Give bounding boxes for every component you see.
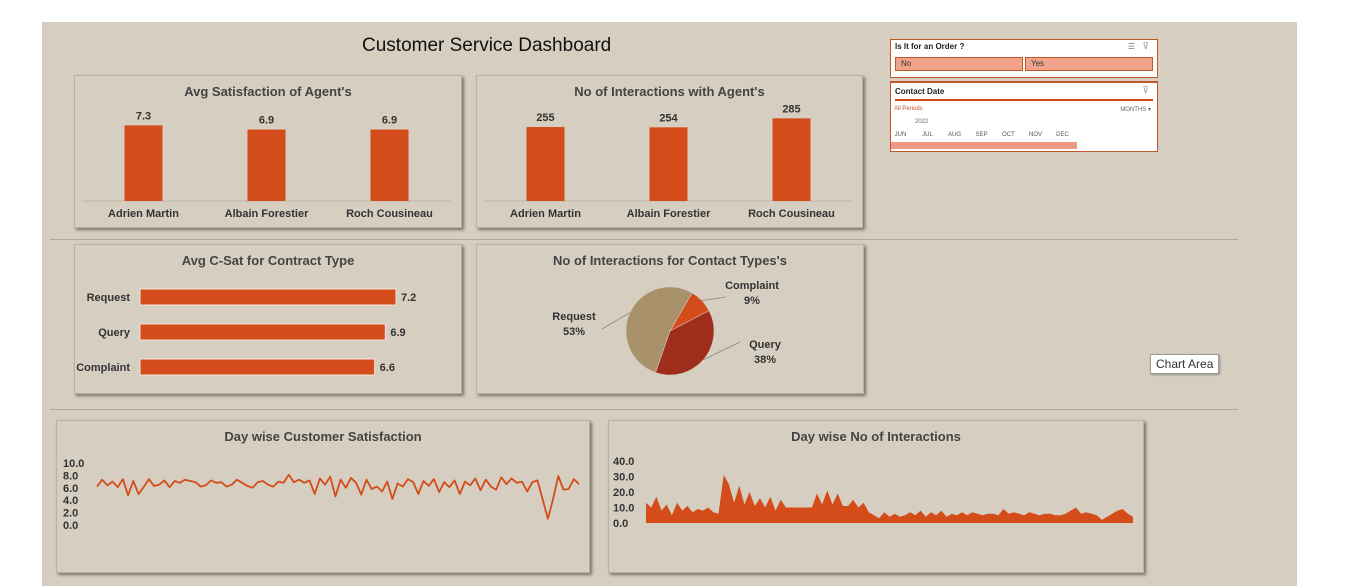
chart-title: Avg C-Sat for Contract Type [181, 253, 355, 268]
time-level-dropdown[interactable]: MONTHS ▾ [1120, 107, 1151, 113]
chart-area-tooltip: Chart Area [1150, 354, 1220, 374]
y-tick-label: 8.0 [63, 470, 78, 482]
category-label: Roch Cousineau [748, 208, 835, 220]
bar [772, 118, 811, 201]
data-label: 7.3 [136, 110, 151, 122]
category-label: Adrien Martin [108, 208, 179, 220]
timeline-year: 2022 [915, 119, 929, 125]
all-periods-label: All Periods [894, 106, 923, 112]
category-label: Complaint [76, 362, 130, 374]
y-tick-label: 0.0 [63, 520, 78, 532]
y-tick-label: 10.0 [613, 503, 634, 515]
chart-title: Day wise No of Interactions [791, 429, 961, 444]
slicer-title: Is It for an Order ? [895, 42, 965, 51]
slice-label: Complaint [725, 280, 779, 292]
y-tick-label: 4.0 [63, 495, 78, 507]
y-tick-label: 2.0 [63, 508, 78, 520]
data-label: 6.9 [259, 115, 274, 127]
timeline-selection-bar[interactable] [891, 142, 1077, 149]
line-chart-svg: 10.08.06.04.02.00.0 [63, 458, 580, 532]
y-tick-label: 10.0 [63, 458, 84, 470]
bar [139, 358, 376, 376]
contact-date-timeline[interactable]: Contact Date ⊽ All Periods MONTHS ▾ 2022… [890, 81, 1158, 152]
category-label: Query [98, 327, 131, 339]
data-label: 285 [782, 103, 800, 115]
category-label: Request [87, 292, 131, 304]
y-tick-label: 30.0 [613, 472, 634, 484]
dashboard-title: Customer Service Dashboard [362, 35, 612, 56]
bar [370, 129, 409, 201]
leader-line [701, 296, 727, 301]
slice-percent: 53% [563, 326, 585, 338]
data-label: 6.6 [380, 362, 395, 374]
timeline-month-label[interactable]: JUN [894, 132, 907, 138]
clear-filter-icon[interactable]: ⊽ [1142, 41, 1149, 51]
slicer-option-yes[interactable]: Yes [1025, 57, 1153, 71]
timeline-month-label[interactable]: DEC [1056, 132, 1069, 138]
series-line [96, 473, 580, 520]
y-tick-label: 6.0 [63, 483, 78, 495]
series-area [646, 475, 1133, 523]
chart-title: No of Interactions with Agent's [574, 84, 765, 99]
category-label: Adrien Martin [510, 208, 581, 220]
bar [139, 288, 397, 306]
slice-percent: 9% [744, 295, 760, 307]
chart-title: Day wise Customer Satisfaction [224, 429, 422, 444]
y-tick-label: 20.0 [613, 487, 634, 499]
pie-slice [625, 286, 693, 373]
chart-title: No of Interactions for Contact Types's [553, 253, 787, 268]
bar [247, 129, 286, 201]
y-tick-label: 40.0 [613, 456, 634, 468]
order-slicer[interactable]: Is It for an Order ? ☰ ⊽ No Yes [890, 39, 1158, 78]
row-separator [50, 409, 1238, 410]
slicer-title: Contact Date [895, 87, 945, 96]
timeline-month-label[interactable]: AUG [947, 132, 961, 138]
bar [649, 127, 688, 201]
leader-line [703, 341, 741, 361]
dashboard-canvas: Customer Service Dashboard Avg Satisfact… [42, 22, 1297, 586]
bar [526, 127, 565, 201]
chart-title: Avg Satisfaction of Agent's [184, 84, 352, 99]
slicer-option-no[interactable]: No [895, 57, 1023, 71]
category-label: Roch Cousineau [346, 208, 433, 220]
data-label: 254 [659, 112, 678, 124]
slice-percent: 38% [754, 354, 776, 366]
bar [124, 125, 163, 201]
bar [139, 323, 386, 341]
area-chart-svg: 40.0 30.0 20.0 10.0 0.0 [613, 456, 1133, 530]
timeline-months: JUN JUL AUG SEP OCT NOV DEC [891, 132, 1091, 140]
timeline-month-label[interactable]: SEP [975, 132, 988, 138]
slice-label: Query [749, 339, 782, 351]
timeline-month-label[interactable]: NOV [1028, 132, 1042, 138]
data-label: 255 [536, 112, 554, 124]
pie-chart-svg: Complaint 9% Query 38% Request 53% [552, 280, 782, 376]
category-label: Albain Forestier [225, 208, 309, 220]
data-label: 6.9 [382, 115, 397, 127]
daywise-interactions-chart[interactable]: Day wise No of Interactions 40.0 30.0 20.0… [608, 420, 1144, 573]
row-separator [50, 239, 1238, 240]
multi-select-icon[interactable]: ☰ [1127, 42, 1135, 51]
interactions-contact-types-chart[interactable]: No of Interactions for Contact Types's C… [476, 244, 864, 394]
timeline-month-label[interactable]: OCT [1002, 132, 1015, 138]
y-tick-label: 0.0 [613, 518, 628, 530]
category-label: Albain Forestier [627, 208, 711, 220]
timeline-divider [895, 99, 1153, 101]
leader-line [601, 312, 631, 330]
data-label: 6.9 [390, 327, 405, 339]
clear-filter-icon[interactable]: ⊽ [1142, 85, 1149, 95]
data-label: 7.2 [401, 292, 416, 304]
slice-label: Request [552, 311, 596, 323]
timeline-month-label[interactable]: JUL [922, 132, 933, 138]
